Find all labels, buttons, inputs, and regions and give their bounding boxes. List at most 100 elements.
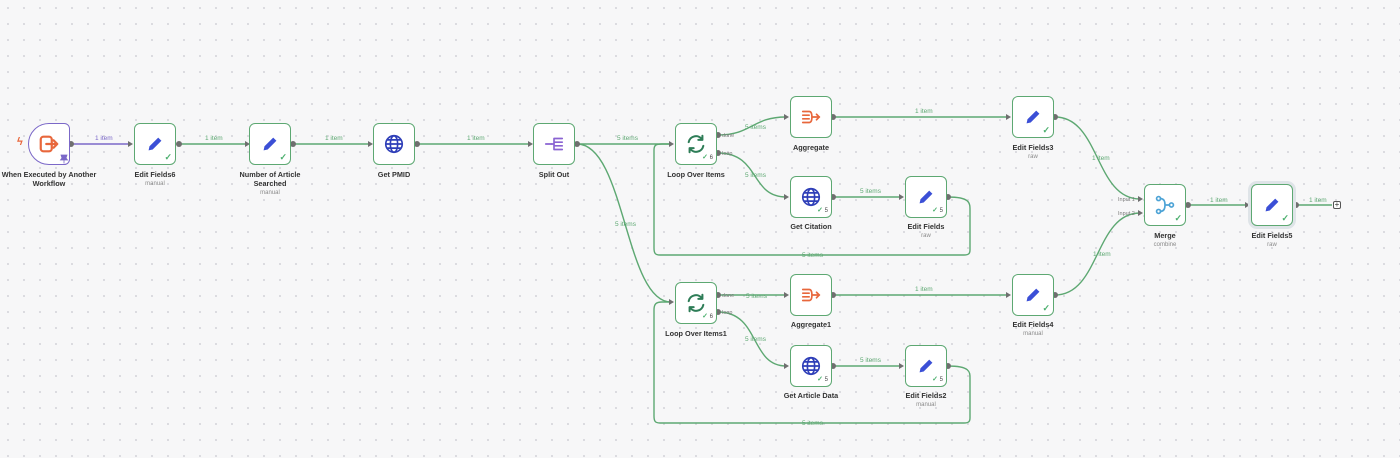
pin-icon xyxy=(59,154,69,164)
node-label: Loop Over Items1 xyxy=(665,329,727,338)
node-subtitle: combine xyxy=(1153,242,1177,248)
node-label: When Executed by Another Workflow xyxy=(1,170,97,188)
node-aggregate1[interactable] xyxy=(790,274,832,316)
node-edit-fields5[interactable]: ✓ xyxy=(1251,184,1293,226)
edge-label: 1 item xyxy=(1093,251,1111,258)
merge-icon xyxy=(1155,195,1175,215)
edge-splitout-loop2[interactable] xyxy=(576,143,672,303)
run-count: ✓ 6 xyxy=(702,154,713,161)
edge-label: 1 item xyxy=(95,135,113,142)
success-check-icon: ✓ xyxy=(1042,303,1050,313)
edge-label: 5 items xyxy=(860,357,882,364)
edge-label: 5 items xyxy=(745,172,767,179)
node-label: Edit Fields2 xyxy=(905,391,947,400)
node-edit-fields6[interactable]: ✓ xyxy=(134,123,176,165)
edge-label: 5 items xyxy=(746,293,768,300)
refresh-loop-icon xyxy=(687,134,705,154)
run-count: ✓ 5 xyxy=(817,376,828,383)
input-handles[interactable] xyxy=(128,114,1250,369)
run-count: ✓ 5 xyxy=(817,207,828,214)
edge-label: 1 item xyxy=(1210,197,1228,204)
edge-label: 1 item xyxy=(205,135,223,142)
node-number-of-article[interactable]: ✓ xyxy=(249,123,291,165)
node-label: Edit Fields6 xyxy=(134,170,176,179)
node-loop-over-items[interactable]: ✓ 6 xyxy=(675,123,717,165)
edge-loop1-aggregate[interactable] xyxy=(717,116,787,136)
node-edit-fields3[interactable]: ✓ xyxy=(1012,96,1054,138)
edge-label: 5 items xyxy=(615,221,637,228)
success-check-icon: ✓ xyxy=(1174,213,1182,223)
edge-label: 5 items xyxy=(745,336,767,343)
node-label: Number of Article Searched xyxy=(239,170,301,188)
node-label: Get PMID xyxy=(377,170,411,179)
handle-label-done: done xyxy=(722,133,734,139)
pencil-icon xyxy=(1026,110,1040,124)
node-subtitle: raw xyxy=(1267,242,1277,248)
refresh-loop-icon xyxy=(687,293,705,313)
node-edit-fields2[interactable]: ✓ 5 xyxy=(905,345,947,387)
lightning-icon: ϟ xyxy=(17,136,23,148)
node-label: Edit Fields xyxy=(907,222,945,231)
node-get-article-data[interactable]: ✓ 5 xyxy=(790,345,832,387)
edge-label: 1 item xyxy=(915,286,933,293)
edge-label: 1 item xyxy=(915,108,933,115)
split-out-icon xyxy=(544,137,564,151)
edge-label: 5 items xyxy=(802,252,824,259)
edge-editfields3-merge[interactable] xyxy=(1054,116,1141,200)
node-get-citation[interactable]: ✓ 5 xyxy=(790,176,832,218)
edge-label: 5 items xyxy=(617,135,639,142)
edge-loop2-getarticle[interactable] xyxy=(717,311,787,367)
node-edit-fields4[interactable]: ✓ xyxy=(1012,274,1054,316)
node-loop-over-items1[interactable]: ✓ 6 xyxy=(675,282,717,324)
node-trigger[interactable]: ϟ xyxy=(17,123,70,165)
edge-editfields4-merge[interactable] xyxy=(1054,212,1141,296)
node-aggregate[interactable] xyxy=(790,96,832,138)
run-count: ✓ 5 xyxy=(932,207,943,214)
edge-editfields-loop1-back[interactable] xyxy=(653,143,971,256)
edge-editfields2-loop2-back[interactable] xyxy=(653,301,971,424)
globe-icon xyxy=(384,134,404,154)
node-label: Loop Over Items xyxy=(667,170,725,179)
node-subtitle: manual xyxy=(145,181,165,187)
handle-label-input2: Input 2 xyxy=(1118,211,1135,217)
add-node-button[interactable]: + xyxy=(1333,201,1341,209)
node-subtitle: raw xyxy=(1028,154,1038,160)
handle-label-loop: loop xyxy=(722,151,732,157)
node-label: Aggregate xyxy=(792,143,830,152)
workflow-enter-icon xyxy=(39,135,59,153)
node-label: Split Out xyxy=(538,170,570,179)
success-check-icon: ✓ xyxy=(1281,213,1289,223)
edge-label: 1 item xyxy=(1092,155,1110,162)
handle-label-input1: Input 1 xyxy=(1118,197,1135,203)
success-check-icon: ✓ xyxy=(1042,125,1050,135)
node-subtitle: manual xyxy=(260,190,280,196)
node-edit-fields[interactable]: ✓ 5 xyxy=(905,176,947,218)
pencil-icon xyxy=(148,137,162,151)
node-split-out[interactable] xyxy=(533,123,575,165)
handle-label-loop: loop xyxy=(722,310,732,316)
node-get-pmid[interactable] xyxy=(373,123,415,165)
node-subtitle: manual xyxy=(1023,331,1043,337)
edge-label: 5 items xyxy=(802,420,824,427)
run-count: ✓ 5 xyxy=(932,376,943,383)
node-label: Edit Fields4 xyxy=(1012,320,1054,329)
pencil-icon xyxy=(1026,288,1040,302)
aggregate-icon xyxy=(801,288,821,302)
edge-loop1-getcitation[interactable] xyxy=(717,152,787,198)
success-check-icon: ✓ xyxy=(279,152,287,162)
pencil-icon xyxy=(919,190,933,204)
node-label: Aggregate1 xyxy=(790,320,832,329)
edge-label: 1 item xyxy=(467,135,485,142)
node-label: Get Article Data xyxy=(783,391,839,400)
node-subtitle: raw xyxy=(921,233,931,239)
node-merge[interactable]: ✓ xyxy=(1144,184,1186,226)
node-label: Merge xyxy=(1154,231,1176,240)
success-check-icon: ✓ xyxy=(164,152,172,162)
node-label: Get Citation xyxy=(790,222,832,231)
pencil-icon xyxy=(1265,198,1279,212)
edge-label: 1 item xyxy=(325,135,343,142)
pencil-icon xyxy=(263,137,277,151)
plus-icon: + xyxy=(1334,200,1340,209)
